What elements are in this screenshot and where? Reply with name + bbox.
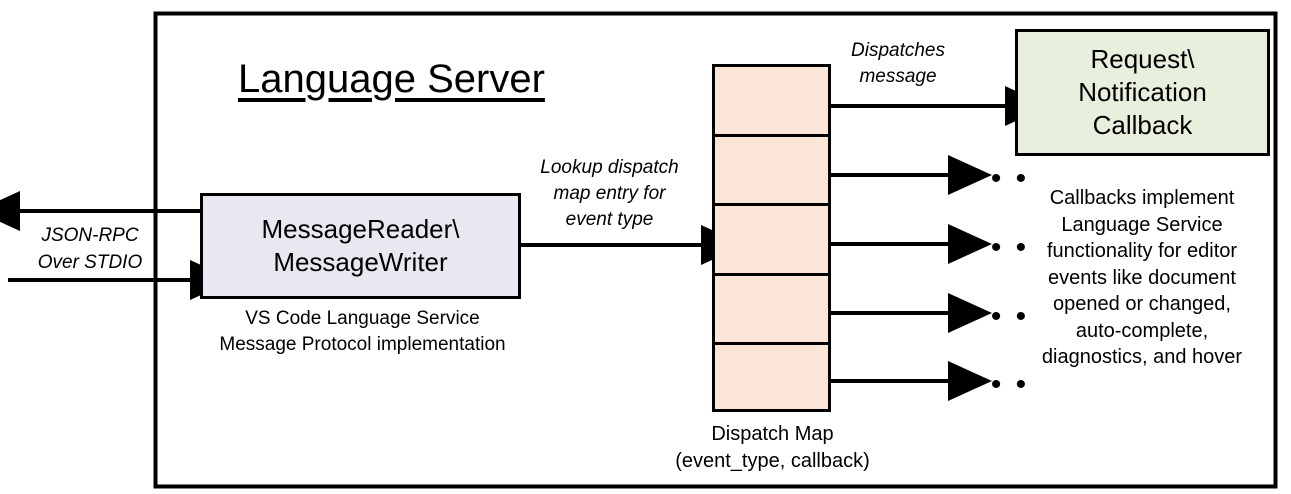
annotation-dispatches-message: Dispatches message bbox=[838, 38, 958, 90]
diagram-title: Language Server bbox=[238, 57, 545, 101]
message-reader-caption: VS Code Language Service Message Protoco… bbox=[190, 306, 535, 358]
annotation-dispatches-line1: Dispatches bbox=[851, 40, 945, 61]
annotation-lookup-line3: event type bbox=[565, 209, 654, 230]
callback-label-line2: Notification bbox=[1078, 77, 1207, 107]
message-reader-label-line2: MessageWriter bbox=[273, 247, 448, 277]
ellipsis-1: • • • bbox=[966, 162, 1030, 195]
callback-caption-line-2: Language Service bbox=[1061, 213, 1223, 236]
annotation-jsonrpc-line1: JSON-RPC bbox=[41, 225, 139, 246]
message-reader-label-line1: MessageReader\ bbox=[261, 214, 460, 244]
callback-caption-line-1: Callbacks implement bbox=[1049, 187, 1235, 209]
ellipsis-4: • • • bbox=[966, 368, 1030, 401]
ellipsis-3: • • • bbox=[966, 300, 1030, 333]
annotation-lookup-line2: map entry for bbox=[553, 183, 666, 204]
dispatch-map-cell-5[interactable] bbox=[715, 345, 828, 415]
dispatch-map-caption-line2: (event_type, callback) bbox=[675, 450, 870, 472]
annotation-lookup-line1: Lookup dispatch bbox=[540, 157, 679, 178]
callback-label-line3: Callback bbox=[1092, 110, 1193, 140]
dispatch-map-caption: Dispatch Map (event_type, callback) bbox=[645, 421, 900, 475]
annotation-jsonrpc-line2: Over STDIO bbox=[37, 252, 143, 273]
annotation-dispatches-line2: message bbox=[859, 66, 937, 87]
annotation-lookup-dispatch-map: Lookup dispatch map entry for event type bbox=[512, 155, 707, 233]
dispatch-map-caption-line1: Dispatch Map bbox=[711, 423, 834, 445]
callback-label-line1: Request\ bbox=[1090, 44, 1195, 74]
callback-caption-line-3: functionality for editor bbox=[1046, 240, 1238, 262]
callback-caption-line-4: events like document bbox=[1048, 266, 1236, 289]
node-dispatch-map[interactable] bbox=[712, 64, 831, 412]
node-message-reader-writer[interactable]: MessageReader\ MessageWriter bbox=[200, 193, 521, 299]
callback-caption-line-5: opened or changed, bbox=[1053, 293, 1231, 315]
dispatch-map-cell-4[interactable] bbox=[715, 276, 828, 346]
callback-caption-line-7: diagnostics, and hover bbox=[1041, 346, 1243, 368]
callback-caption-line-6: auto-complete, bbox=[1075, 319, 1209, 342]
dispatch-map-cell-3[interactable] bbox=[715, 206, 828, 276]
message-reader-caption-line1: VS Code Language Service bbox=[245, 308, 480, 329]
dispatch-map-cell-1[interactable] bbox=[715, 67, 828, 137]
dispatch-map-cell-2[interactable] bbox=[715, 137, 828, 207]
node-request-notification-callback[interactable]: Request\ Notification Callback bbox=[1015, 29, 1270, 156]
message-reader-caption-line2: Message Protocol implementation bbox=[219, 334, 506, 355]
ellipsis-2: • • • bbox=[966, 231, 1030, 264]
annotation-jsonrpc-over-stdio: JSON-RPC Over STDIO bbox=[20, 222, 160, 276]
callback-caption: Callbacks implement Language Service fun… bbox=[1008, 185, 1276, 371]
